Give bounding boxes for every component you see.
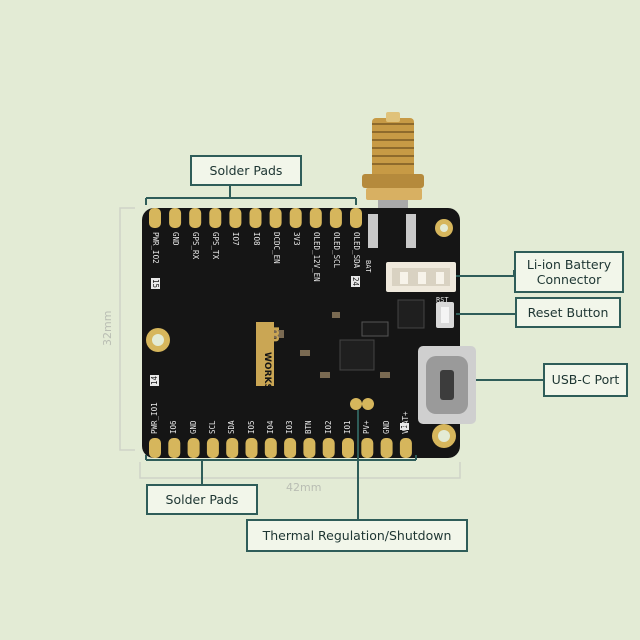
- top-solder-pad: [249, 208, 262, 228]
- bottom-pin-label: SDA: [227, 420, 237, 434]
- bottom-pin-label: BTN: [304, 420, 314, 434]
- pin-number-label: 14: [150, 374, 159, 386]
- callout-text: Thermal Regulation/Shutdown: [262, 527, 452, 543]
- top-solder-pad: [189, 208, 202, 228]
- top-pin-label: GPS_TX: [211, 232, 221, 260]
- bottom-pin-label: IO1: [343, 420, 352, 434]
- top-pin-label: IO7: [231, 232, 241, 246]
- bottom-pin-label: VBAT+: [400, 411, 410, 434]
- bottom-solder-pad: [168, 438, 181, 458]
- bottom-solder-pad: [322, 438, 335, 458]
- bottom-pin-label: IO4: [265, 420, 275, 434]
- top-solder-pad: [329, 208, 342, 228]
- top-pin-label: OLED_SCL: [331, 232, 341, 269]
- top-solder-pad: [169, 208, 182, 228]
- top-pin-label: OLED_12V_EN: [311, 232, 321, 282]
- bottom-solder-pad: [284, 438, 297, 458]
- top-pin-label: GPS_RX: [191, 232, 201, 260]
- reset-button-callout: Reset Button: [515, 297, 621, 328]
- height-dimension: 32mm: [101, 310, 114, 346]
- callout-text: Solder Pads: [209, 162, 283, 178]
- pin-number-label: 15: [151, 278, 160, 290]
- bottom-pin-label: IO3: [285, 420, 295, 434]
- top-solder-pad: [289, 208, 302, 228]
- dimension-lines: [119, 207, 461, 479]
- callout-text-line2: Connector: [536, 272, 602, 287]
- bottom-solder-pad: [380, 438, 393, 458]
- bottom-solder-pad: [399, 438, 412, 458]
- bottom-solder-pads: [149, 438, 412, 458]
- bottom-solder-pad: [264, 438, 277, 458]
- top-pin-label: 3V3: [291, 232, 301, 246]
- callout-text: USB-C Port: [551, 372, 620, 387]
- top-solder-pad: [309, 208, 322, 228]
- top-solder-pad: [269, 208, 282, 228]
- top-pin-label: DCDC_EN: [271, 232, 281, 264]
- bottom-solder-pad: [361, 438, 374, 458]
- bottom-solder-pad: [149, 438, 161, 458]
- top-solder-pad: [229, 208, 242, 228]
- top-pin-label: OLED_SDA: [352, 232, 361, 269]
- mounting-holes: [146, 219, 456, 448]
- logo-block: [256, 322, 274, 386]
- reset-button-icon: [436, 302, 454, 328]
- bottom-solder-pad: [206, 438, 219, 458]
- components: [270, 299, 425, 410]
- usbc-port-callout: USB-C Port: [543, 363, 628, 397]
- bottom-pin-label: PV+: [362, 420, 372, 434]
- bottom-solder-pad: [226, 438, 239, 458]
- bottom-pin-label: GND: [381, 420, 391, 434]
- rst-label: RST: [436, 296, 449, 304]
- sma-connector-icon: [362, 112, 424, 212]
- callout-text-line1: Li-ion Battery: [526, 257, 612, 272]
- bottom-pin-label: SCL: [207, 420, 217, 434]
- battery-connector-callout: Li-ion Battery Connector: [514, 251, 624, 293]
- battery-connector-icon: [386, 262, 456, 292]
- callout-text: Reset Button: [527, 304, 609, 320]
- bottom-solder-pad: [245, 438, 258, 458]
- pin-number-label: 24: [351, 276, 360, 288]
- sma-legs: [368, 214, 416, 248]
- top-pin-label: GND: [171, 232, 181, 246]
- bottom-solder-pad: [342, 438, 354, 458]
- top-solder-pad: [350, 208, 362, 228]
- bottom-solder-pad: [187, 438, 200, 458]
- top-solder-pads: [149, 208, 362, 228]
- bottom-pin-label: IO6: [169, 420, 179, 434]
- bottom-pin-label: IO5: [246, 420, 256, 434]
- logo-text: WORKS: [262, 352, 272, 390]
- width-dimension: 42mm: [286, 481, 322, 494]
- top-solder-pad: [149, 208, 161, 228]
- bottom-solder-pads-callout: Solder Pads: [146, 484, 258, 515]
- top-pin-label: PWR_IO2: [151, 232, 160, 264]
- bottom-pin-label: PWR_IO1: [150, 402, 159, 434]
- bottom-solder-pad: [303, 438, 316, 458]
- top-pin-label: IO8: [251, 232, 261, 246]
- thermal-regulation-callout: Thermal Regulation/Shutdown: [246, 519, 468, 552]
- bat-label: BAT: [364, 260, 372, 273]
- callout-text: Solder Pads: [165, 491, 239, 507]
- usbc-port-icon: [418, 346, 476, 424]
- bottom-pin-label: GND: [188, 420, 198, 434]
- bottom-pin-label: IO2: [323, 420, 333, 434]
- logo-mark: m: [266, 326, 285, 343]
- top-solder-pads-callout: Solder Pads: [190, 155, 302, 186]
- top-solder-pad: [209, 208, 222, 228]
- pcb-board: [142, 208, 460, 458]
